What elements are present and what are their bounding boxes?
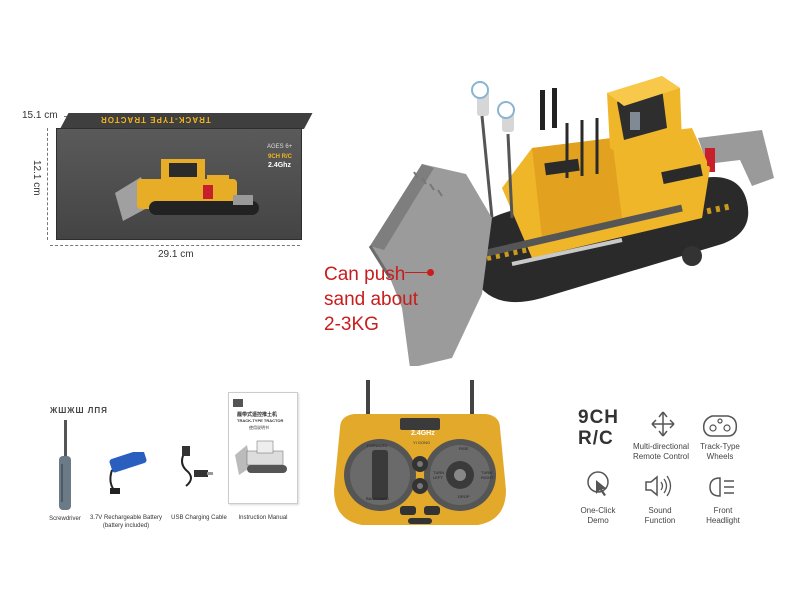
battery-label-line-2: (battery included) [102,523,150,529]
accessories-title: ЖШЖШ ЛПЯ [50,406,108,415]
headlight-icon [709,477,734,497]
box-depth-label: 15.1 cm [22,110,58,121]
box-height-label: 12.1 cm [31,160,42,196]
instruction-manual-image: 履带式遥控推土机 TRACK-TYPE TRACTOR 使用说明书 [228,392,298,504]
screwdriver-label: Screwdriver [49,516,81,522]
feature-sound-line-1: Sound [648,506,672,515]
push-capacity-callout: Can push sand about 2-3KG [324,262,434,337]
channels-headline-line-2: R/C [578,428,614,449]
feature-one-click-line-1: One-Click [580,506,616,515]
feature-headlight-line-1: Front [713,506,733,515]
manual-note: 使用说明书 [249,425,269,430]
usb-cable-icon [181,446,213,487]
battery-label-line-1: 3.7V Rechargeable Battery [89,515,163,521]
width-dimension-line [50,245,300,246]
remote-turn-left-label: TURN LEFT [433,470,445,480]
remote-turn-right-label: TURN RIGHT [481,470,494,480]
box-width-label: 29.1 cm [158,249,194,260]
feature-multi-direction-line-2: Remote Control [632,452,690,461]
box-front-face [56,128,302,240]
box-ages-label: AGES 6+ [267,144,293,150]
feature-track-line-1: Track-Type [700,442,740,451]
feature-track-label: Track-Type Wheels [680,442,760,462]
feature-multi-direction-line-1: Multi-directional [632,442,690,451]
feature-headlight-line-2: Headlight [706,516,740,525]
remote-backward-label: BACKWARD [366,496,389,501]
manual-logo [233,399,243,407]
callout-pointer-dot [427,269,434,276]
track-wheels-icon [702,415,738,437]
manual-title: 履带式遥控推土机 [237,412,278,418]
feature-one-click-line-2: Demo [587,516,609,525]
manual-dozer-sketch [235,440,287,475]
feature-track-line-2: Wheels [706,452,734,461]
battery-icon [109,452,147,494]
callout-line-3: 2-3KG [324,314,379,335]
feature-sound-label: Sound Function [620,506,700,526]
remote-forward-label: FORWARD [367,443,388,448]
remote-rise-label: RISE [459,446,469,451]
bulldozer-image [368,76,774,366]
remote-drop-label: DROP [458,494,470,499]
feature-one-click-label: One-Click Demo [558,506,638,526]
remote-brand-label: YI GONG [413,440,431,445]
screwdriver-icon [59,420,71,510]
remote-controller-image [334,380,506,525]
usb-cable-label: USB Charging Cable [171,515,227,521]
box-channels-label: 9CH R/C [268,154,293,160]
battery-label: 3.7V Rechargeable Battery (battery inclu… [88,514,164,530]
feature-sound-line-2: Function [644,516,676,525]
manual-label: Instruction Manual [238,515,288,521]
one-click-icon [587,471,609,496]
channels-headline: 9CH R/C [578,407,619,449]
callout-line-1: Can push [324,264,406,285]
remote-frequency-label: 2.4GHz [411,430,435,437]
sound-icon [645,475,672,497]
multi-direction-icon [651,411,675,437]
feature-multi-direction-label: Multi-directional Remote Control [621,442,701,462]
box-dozer-image [115,159,259,221]
feature-headlight-label: Front Headlight [683,506,763,526]
manual-subtitle: TRACK-TYPE TRACTOR [237,418,284,423]
height-dimension-line [47,128,48,240]
box-top-text: TRACK-TYPE TRACTOR [100,115,211,124]
callout-pointer-line [405,272,430,273]
callout-line-2: sand about [324,289,419,310]
box-frequency-label: 2.4Ghz [268,162,291,169]
channels-headline-line-1: 9CH [578,407,620,428]
